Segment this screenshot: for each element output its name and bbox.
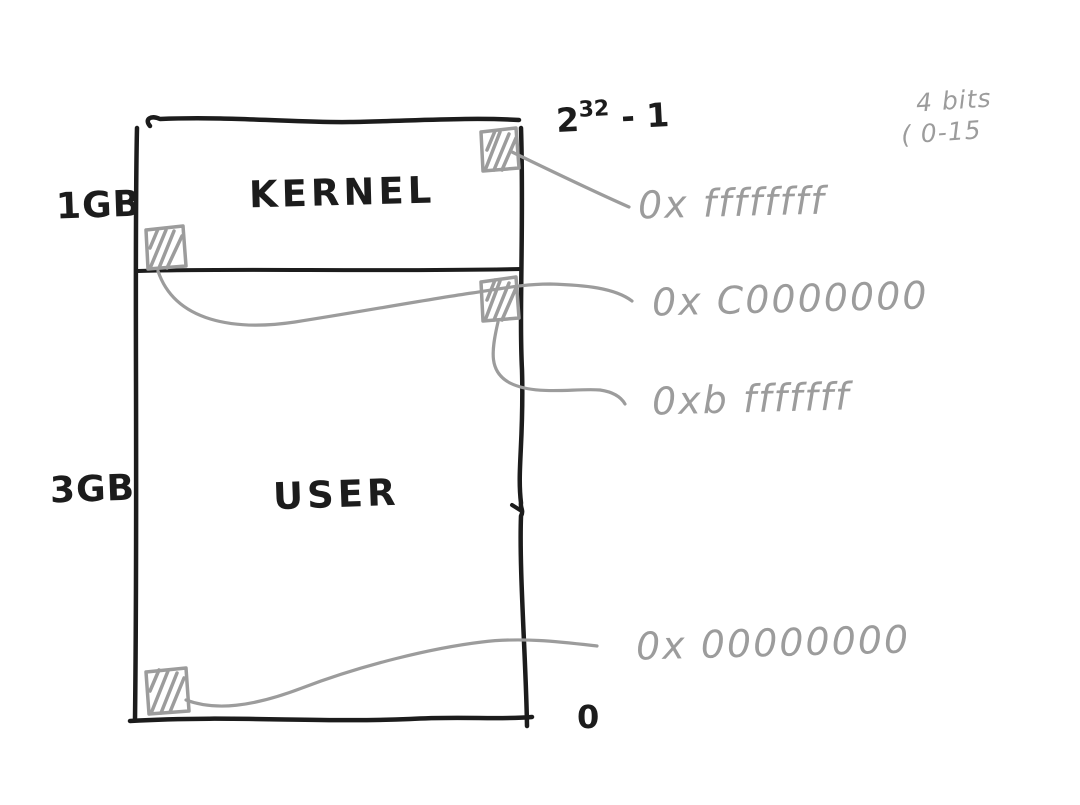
hex-address-bottom: 0x 00000000 <box>635 617 911 669</box>
bits-note-line1: 4 bits <box>915 83 993 118</box>
hatch-mark-icon-top-right <box>479 126 521 173</box>
hatch-marks <box>144 126 521 716</box>
connector-bottom-to-hex-bottom <box>184 638 599 708</box>
kernel-size-label: 1GB <box>55 183 142 228</box>
hex-address-kernel-base: 0x C0000000 <box>651 273 930 325</box>
box-left-edge <box>132 125 140 722</box>
user-size-label: 3GB <box>49 467 136 512</box>
memory-box-outline <box>127 115 535 729</box>
hatch-mark-icon-right-divider <box>479 275 521 323</box>
kernel-region-label: KERNEL <box>248 168 436 217</box>
top-address-suffix: - 1 <box>608 95 671 138</box>
bits-note-line2: ( 0-15 <box>900 115 983 150</box>
connector-top-to-hex-top <box>510 150 631 209</box>
hatch-mark-icon-left-divider <box>144 224 188 271</box>
connector-hatch-to-hex-user-top <box>491 320 627 406</box>
bottom-address-label: 0 <box>577 698 600 736</box>
hatch-mark-icon-bottom-left <box>144 666 191 716</box>
hex-address-top: 0x ffffffff <box>637 178 827 228</box>
kernel-user-divider <box>136 267 523 273</box>
hex-address-user-top: 0xb fffffff <box>651 374 852 424</box>
connector-lines <box>156 150 634 708</box>
box-right-edge <box>517 125 530 729</box>
top-address-expression: 232 - 1 <box>555 95 671 140</box>
top-address-base: 2 <box>555 99 581 140</box>
connector-divider-to-hex-kernel-base <box>156 269 634 327</box>
box-right-edge-kink <box>510 503 522 512</box>
top-address-exponent: 32 <box>577 96 610 123</box>
user-region-label: USER <box>272 470 401 519</box>
box-top-edge <box>145 115 522 129</box>
box-bottom-edge <box>127 714 535 724</box>
